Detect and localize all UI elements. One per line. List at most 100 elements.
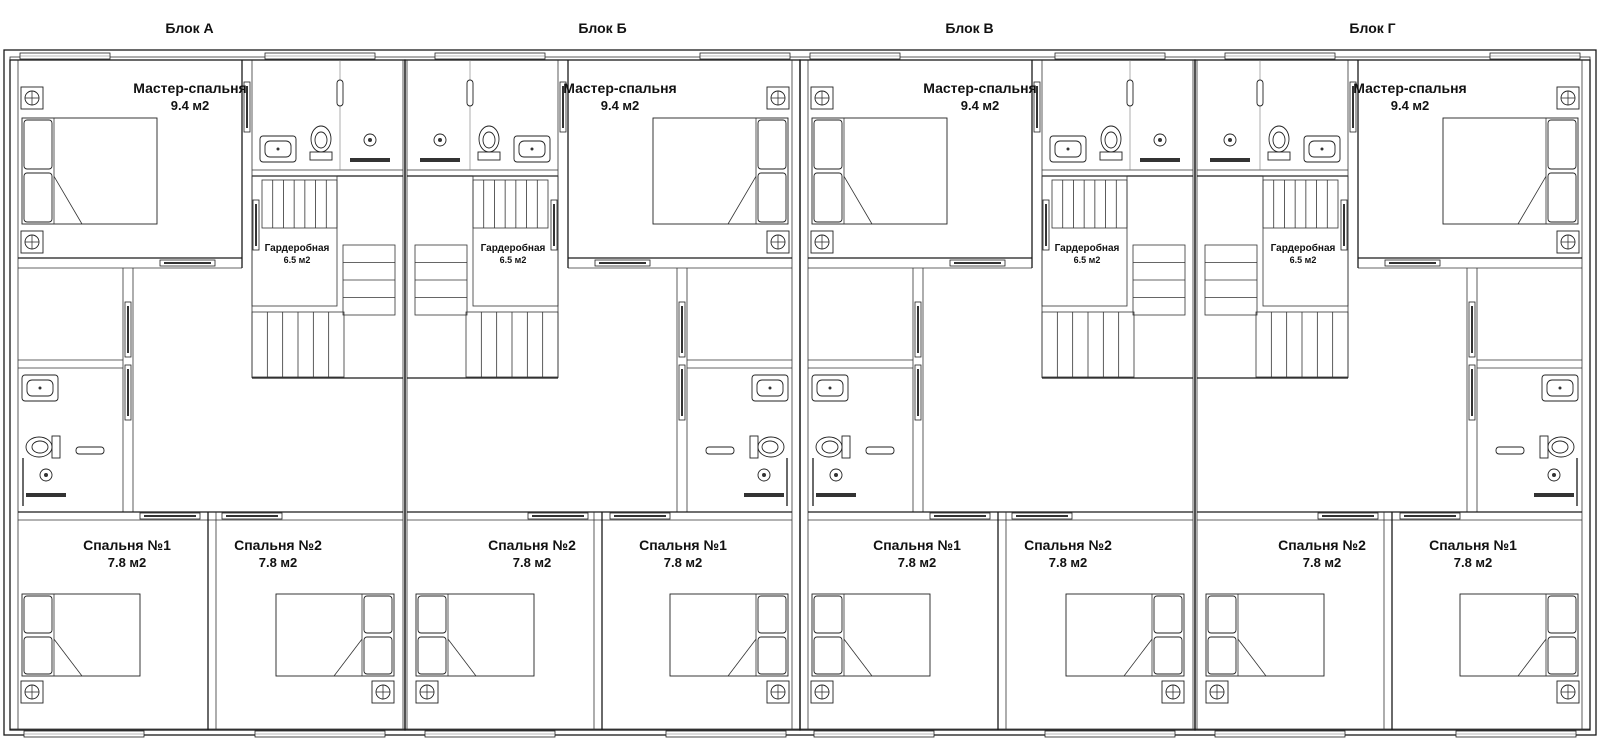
room-name-bedroom-2: Спальня №2 [234,537,322,553]
pillow-icon [1547,595,1577,634]
pillow-icon [1153,636,1183,675]
shower-icon [350,133,390,162]
pillow-icon [757,636,787,675]
towel-rail-icon [75,446,105,455]
bed [1205,593,1325,677]
staircase [1204,244,1258,316]
shower-icon [420,133,460,162]
room-name-master-bedroom: Мастер-спальня [563,80,676,96]
pillow-icon [1153,595,1183,634]
pillow-icon [757,119,787,170]
pillow-icon [757,595,787,634]
pillow-icon [813,595,843,634]
room-name-master-bedroom: Мастер-спальня [133,80,246,96]
sink-icon [811,374,849,402]
block-title: Блок Г [1349,20,1395,36]
toilet-icon [815,435,851,459]
room-area-wardrobe: 6.5 м2 [284,255,311,265]
pillow-icon [363,595,393,634]
pillow-icon [813,119,843,170]
pillow-icon [417,595,447,634]
room-area-master-bedroom: 9.4 м2 [601,98,640,113]
pillow-icon [1207,636,1237,675]
towel-rail-icon [466,79,474,107]
bed [415,593,535,677]
staircase [1262,179,1339,229]
room-area-bedroom-1: 7.8 м2 [108,555,147,570]
block-title: Блок А [165,20,213,36]
staircase [1132,244,1186,316]
pillow-icon [1207,595,1237,634]
staircase [465,311,559,378]
room-area-wardrobe: 6.5 м2 [1074,255,1101,265]
room-name-master-bedroom: Мастер-спальня [1353,80,1466,96]
block-3-labels: Блок В Мастер-спальня 9.4 м2 Гардеробная6.5… [873,20,1119,570]
room-area-bedroom-2: 7.8 м2 [1049,555,1088,570]
room-area-bedroom-2: 7.8 м2 [1303,555,1342,570]
shower-icon [1140,133,1180,162]
staircase [414,244,468,316]
towel-rail-icon [865,446,895,455]
shower-icon [1210,133,1250,162]
bed [811,593,931,677]
room-name-wardrobe: Гардеробная [1055,242,1120,254]
towel-rail-icon [336,79,344,107]
toilet-icon [749,435,785,459]
block-3: Блок В Мастер-спальня 9.4 м2 Гардеробная6.5… [799,20,1196,738]
staircase [1041,311,1135,378]
block-title: Блок Б [578,20,626,36]
block-1: Блок А Мастер-спальня 9.4 м2 Гардеробная6.5… [9,20,406,738]
toilet-icon [25,435,61,459]
staircase [1051,179,1128,229]
pillow-icon [1547,636,1577,675]
room-name-bedroom-2: Спальня №2 [1024,537,1112,553]
sink-icon [1049,135,1087,163]
staircase [251,311,345,378]
towel-rail-icon [705,446,735,455]
room-area-master-bedroom: 9.4 м2 [171,98,210,113]
bed [1442,117,1579,225]
toilet-icon [477,125,501,161]
shower-icon [26,468,66,497]
pillow-icon [417,636,447,675]
room-area-master-bedroom: 9.4 м2 [1391,98,1430,113]
sink-icon [259,135,297,163]
toilet-icon [309,125,333,161]
bed [811,117,948,225]
bed [275,593,395,677]
room-name-bedroom-2: Спальня №2 [1278,537,1366,553]
bed [1459,593,1579,677]
block-1-labels: Блок А Мастер-спальня 9.4 м2 Гардеробная6.5… [83,20,329,570]
room-name-bedroom-1: Спальня №1 [873,537,961,553]
room-name-master-bedroom: Мастер-спальня [923,80,1036,96]
block-title: Блок В [945,20,993,36]
towel-rail-icon [1495,446,1525,455]
room-name-bedroom-1: Спальня №1 [639,537,727,553]
pillow-icon [1547,119,1577,170]
pillow-icon [23,636,53,675]
bed [21,117,158,225]
room-area-wardrobe: 6.5 м2 [500,255,527,265]
room-name-wardrobe: Гардеробная [265,242,330,254]
pillow-icon [757,172,787,223]
room-area-bedroom-2: 7.8 м2 [513,555,552,570]
room-area-bedroom-1: 7.8 м2 [898,555,937,570]
bed [652,117,789,225]
pillow-icon [813,172,843,223]
shower-icon [744,468,784,497]
room-name-wardrobe: Гардеробная [1271,242,1336,254]
room-area-master-bedroom: 9.4 м2 [961,98,1000,113]
pillow-icon [363,636,393,675]
shower-icon [1534,468,1574,497]
room-area-bedroom-2: 7.8 м2 [259,555,298,570]
staircase [472,179,549,229]
room-area-bedroom-1: 7.8 м2 [1454,555,1493,570]
sink-icon [1303,135,1341,163]
staircase [1255,311,1349,378]
shower-icon [816,468,856,497]
